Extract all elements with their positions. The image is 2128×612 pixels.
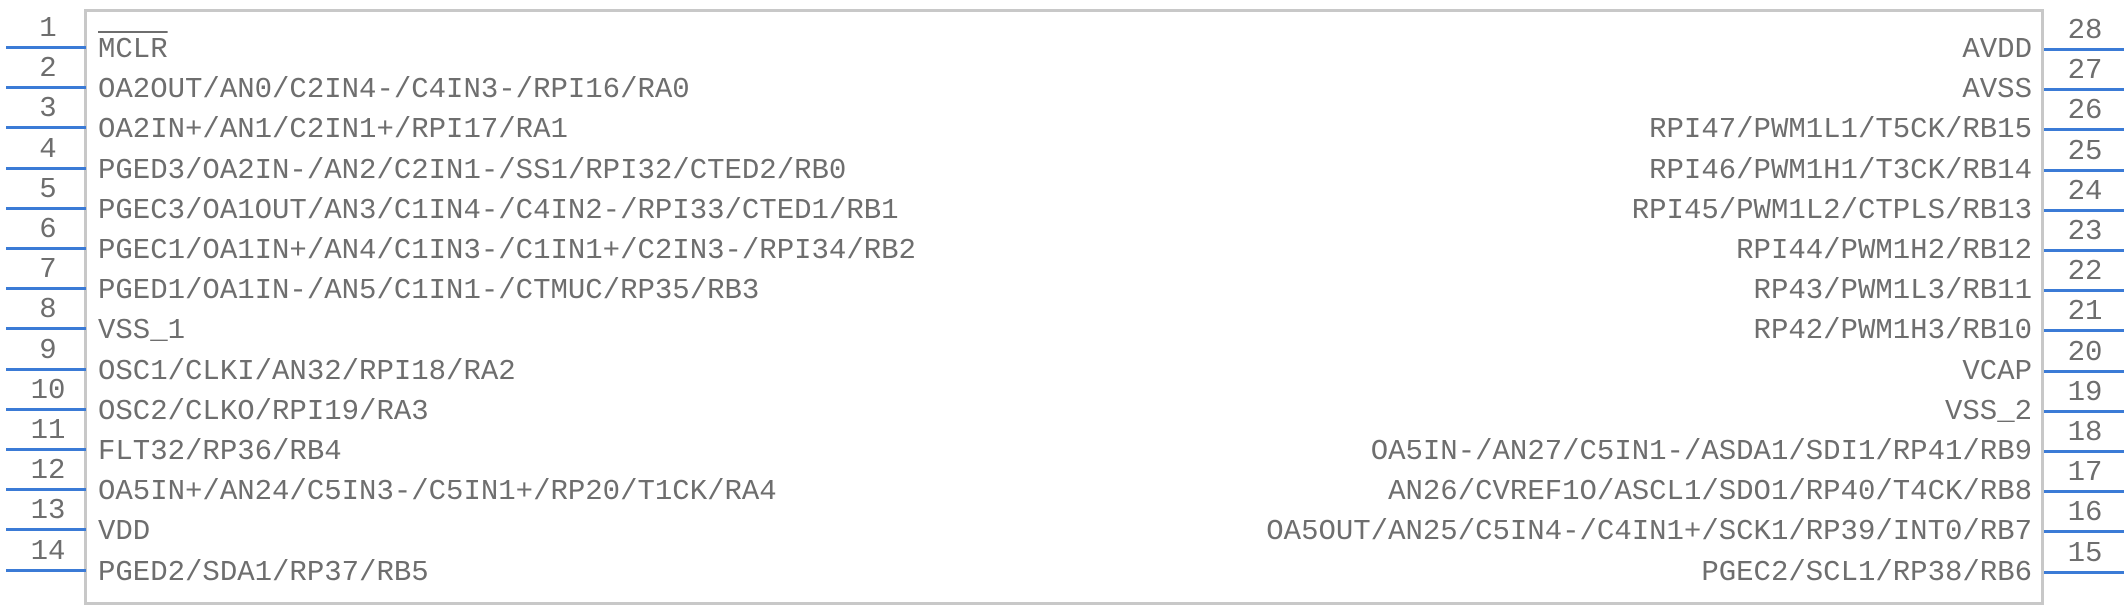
- pin-line-left: [6, 367, 86, 371]
- pin-label-right: AVDD: [1962, 33, 2032, 66]
- pin-number-right: 20: [2067, 335, 2103, 369]
- pin-line-right: [2044, 208, 2124, 212]
- pin-label-left: PGED1/OA1IN-/AN5/C1IN1-/CTMUC/RP35/RB3: [98, 274, 760, 308]
- pin-number-right: 22: [2067, 255, 2103, 289]
- pin-label-left: PGEC1/OA1IN+/AN4/C1IN3-/C1IN1+/C2IN3-/RP…: [98, 234, 916, 267]
- pin-label-right: RPI46/PWM1H1/T3CK/RB14: [1649, 153, 2032, 187]
- pin-number-right: 23: [2067, 215, 2103, 248]
- pin-number-right: 21: [2067, 295, 2103, 329]
- pin-label-left: OA5IN+/AN24/C5IN3-/C5IN1+/RP20/T1CK/RA4: [98, 475, 777, 509]
- pin-label-left: PGED3/OA2IN-/AN2/C2IN1-/SS1/RPI32/CTED2/…: [98, 153, 847, 187]
- pin-line-right: [2044, 48, 2124, 51]
- pin-line-left: [6, 46, 86, 49]
- pin-line-left: [6, 126, 86, 130]
- pin-line-left: [6, 448, 86, 451]
- pin-number-right: 16: [2067, 496, 2103, 530]
- pin-label-left: PGEC3/OA1OUT/AN3/C1IN4-/C4IN2-/RPI33/CTE…: [98, 193, 899, 227]
- pin-label-right: RPI47/PWM1L1/T5CK/RB15: [1649, 113, 2032, 147]
- pin-label-right: VSS_2: [1944, 394, 2032, 428]
- pin-line-left: [6, 247, 86, 250]
- pin-line-right: [2044, 450, 2124, 453]
- pin-label-left: VSS_1: [98, 314, 186, 348]
- pin-line-right: [2044, 369, 2124, 373]
- pin-line-left: [6, 488, 86, 492]
- pin-number-right: 27: [2067, 54, 2103, 88]
- pin-number-left: 10: [30, 373, 66, 407]
- pin-label-right: PGEC2/SCL1/RP38/RB6: [1701, 555, 2032, 589]
- pin-line-left: [6, 407, 86, 411]
- pin-line-left: [6, 568, 86, 572]
- pin-number-right: 17: [2067, 456, 2103, 490]
- pin-number-left: 1: [39, 12, 57, 45]
- pin-line-right: [2044, 289, 2124, 293]
- pin-label-left: OA2IN+/AN1/C2IN1+/RPI17/RA1: [98, 113, 568, 147]
- pin-label-left: MCLR: [98, 33, 168, 66]
- ic-body-outline: [84, 9, 2044, 605]
- pin-label-left: OSC1/CLKI/AN32/RPI18/RA2: [98, 354, 516, 388]
- pin-label-right: OA5OUT/AN25/C5IN4-/C4IN1+/SCK1/RP39/INT0…: [1266, 515, 2032, 549]
- pin-number-left: 5: [39, 172, 57, 206]
- pin-number-left: 12: [30, 454, 66, 488]
- pin-line-right: [2044, 88, 2124, 92]
- pin-label-right: AVSS: [1962, 73, 2032, 107]
- pin-label-right: VCAP: [1962, 354, 2032, 388]
- pin-line-left: [6, 86, 86, 90]
- pin-line-right: [2044, 128, 2124, 132]
- pin-label-left: OA2OUT/AN0/C2IN4-/C4IN3-/RPI16/RA0: [98, 73, 690, 107]
- pin-number-right: 28: [2067, 14, 2103, 47]
- pin-line-left: [6, 287, 86, 291]
- pin-label-right: OA5IN-/AN27/C5IN1-/ASDA1/SDI1/RP41/RB9: [1370, 435, 2032, 468]
- pin-number-left: 8: [39, 293, 57, 327]
- pin-number-right: 25: [2067, 134, 2103, 168]
- pin-number-right: 15: [2067, 536, 2103, 570]
- pin-number-left: 11: [30, 414, 66, 447]
- pin-label-right: AN26/CVREF1O/ASCL1/SDO1/RP40/T4CK/RB8: [1388, 475, 2032, 509]
- pin-line-right: [2044, 168, 2124, 172]
- pin-label-left: VDD: [98, 515, 151, 549]
- pin-line-right: [2044, 570, 2124, 574]
- pin-line-right: [2044, 329, 2124, 333]
- pin-label-right: RPI44/PWM1H2/RB12: [1736, 234, 2032, 267]
- pin-line-left: [6, 206, 86, 210]
- pin-number-left: 3: [39, 92, 57, 126]
- pin-number-left: 7: [39, 253, 57, 287]
- pin-line-left: [6, 166, 86, 170]
- pin-number-left: 2: [39, 52, 57, 86]
- pin-line-right: [2044, 530, 2124, 534]
- pin-number-right: 18: [2067, 416, 2103, 449]
- pin-number-left: 6: [39, 213, 57, 246]
- pin-number-left: 9: [39, 333, 57, 367]
- pin-number-left: 4: [39, 132, 57, 166]
- pin-line-right: [2044, 409, 2124, 413]
- pin-number-right: 19: [2067, 375, 2103, 409]
- pin-label-right: RP42/PWM1H3/RB10: [1753, 314, 2032, 348]
- pin-line-left: [6, 528, 86, 532]
- pin-label-left: OSC2/CLKO/RPI19/RA3: [98, 394, 429, 428]
- pin-line-left: [6, 327, 86, 331]
- pin-number-left: 13: [30, 494, 66, 528]
- pin-label-left: PGED2/SDA1/RP37/RB5: [98, 555, 429, 589]
- pin-line-right: [2044, 249, 2124, 252]
- pin-label-right: RPI45/PWM1L2/CTPLS/RB13: [1631, 193, 2032, 227]
- pin-label-right: RP43/PWM1L3/RB11: [1753, 274, 2032, 308]
- pin-number-right: 26: [2067, 94, 2103, 128]
- pin-number-right: 24: [2067, 174, 2103, 208]
- pin-label-left: FLT32/RP36/RB4: [98, 435, 342, 468]
- pin-number-left: 14: [30, 534, 66, 568]
- pin-line-right: [2044, 490, 2124, 494]
